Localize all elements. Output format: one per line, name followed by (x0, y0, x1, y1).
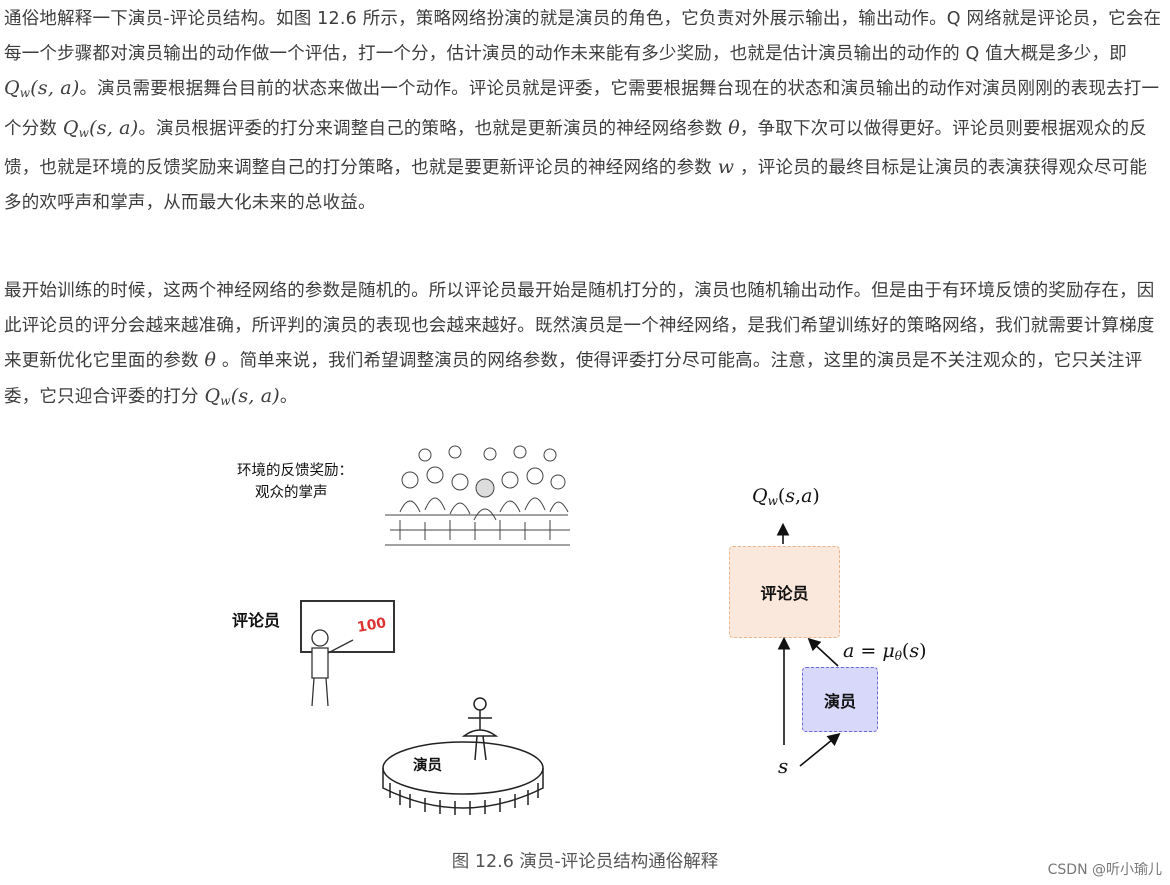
audience-illustration (385, 445, 570, 546)
state-label: s (778, 754, 789, 778)
critic-figure-label: 评论员 (232, 611, 281, 630)
score-text: 100 (356, 615, 388, 636)
actor-box: 演员 (802, 667, 878, 732)
diagram-arrows (776, 522, 841, 767)
paragraph-2: 最开始训练的时候，这两个神经网络的参数是随机的。所以评论员最开始是随机打分的，演… (4, 281, 1155, 408)
critic-box: 评论员 (729, 546, 840, 638)
math-theta: θ (204, 349, 217, 371)
math-q-value: Qw(s, a) (4, 77, 80, 100)
paragraph-1: 通俗地解释一下演员-评论员结构。如图 12.6 所示，策略网络扮演的就是演员的角… (4, 9, 1162, 213)
figure-caption: 图 12.6 演员-评论员结构通俗解释 (451, 852, 719, 872)
action-label: a = μθ(s) (843, 640, 927, 663)
math-q-value: Qw(s, a) (204, 384, 280, 408)
audience-label: 环境的反馈奖励： 观众的掌声 (237, 463, 353, 501)
watermark: CSDN @听小瑜儿 (1047, 862, 1162, 878)
math-theta: θ (728, 116, 740, 139)
stage-illustration (382, 697, 544, 815)
math-q-value: Qw(s, a) (62, 116, 139, 140)
figure-actor-critic: 环境的反馈奖励： 观众的掌声 评论员 100 (0, 430, 1170, 850)
math-w: w (717, 156, 735, 178)
stage-label: 演员 (413, 757, 442, 774)
q-output-label: Qw(s,a) (752, 485, 820, 508)
critic-illustration: 100 (300, 600, 395, 707)
